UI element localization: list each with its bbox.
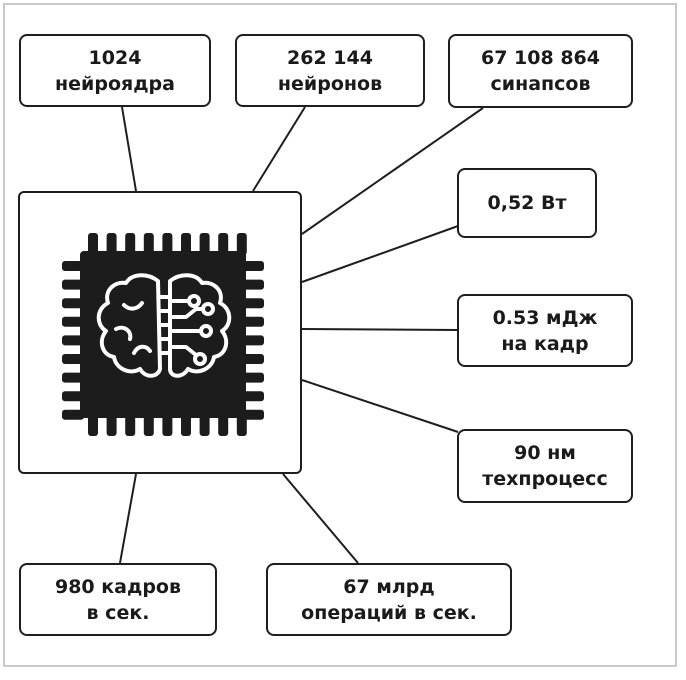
chip-pin: [242, 391, 264, 402]
connector-synapses: [301, 107, 484, 235]
chip-pin: [143, 233, 154, 255]
chip-pin: [62, 354, 84, 364]
stat-process-label: техпроцесс: [482, 468, 608, 490]
stat-ops: 67 млрд операций в сек.: [266, 563, 512, 636]
chip-pin: [242, 261, 264, 271]
chip-pin: [125, 414, 136, 436]
chip-pin: [218, 233, 229, 255]
stat-power: 0,52 Вт: [457, 168, 597, 238]
stat-ops-label: операций в сек.: [301, 601, 477, 624]
chip-pin: [162, 233, 173, 255]
diagram-frame: [3, 3, 677, 667]
chip-pin: [199, 233, 210, 255]
connector-fps: [119, 473, 137, 564]
stat-power-value: 0,52 Вт: [487, 192, 567, 214]
chip-pin: [242, 316, 264, 327]
connector-ops: [282, 473, 359, 564]
stat-neurons: 262 144 нейронов: [235, 34, 425, 107]
chip-pin: [62, 261, 84, 271]
connector-process: [301, 379, 459, 433]
neural-chip: [18, 191, 302, 474]
chip-pin: [242, 279, 264, 290]
chip-pin: [143, 414, 154, 436]
stat-neurons-label: нейронов: [277, 72, 383, 95]
chip-pin: [88, 414, 98, 436]
stat-neurons-value: 262 144: [287, 46, 373, 69]
chip-pin: [62, 391, 84, 402]
chip-pin: [236, 233, 247, 255]
connector-neurons: [252, 106, 306, 192]
chip-pin: [242, 409, 264, 420]
stat-energy-value: 0.53 мДж: [492, 306, 598, 329]
chip-pin: [62, 335, 84, 346]
chip-pin: [88, 233, 98, 255]
chip-pin: [242, 298, 264, 309]
chip-pin: [181, 414, 191, 436]
connector-cores: [121, 106, 137, 192]
stat-fps: 980 кадров в сек.: [19, 563, 217, 636]
stat-cores: 1024 нейроядра: [19, 34, 211, 107]
connector-energy: [301, 328, 459, 331]
stat-fps-label: в сек.: [86, 601, 150, 624]
chip-pin: [181, 233, 191, 255]
chip-pin: [106, 414, 117, 436]
chip-pin: [242, 372, 264, 383]
stat-energy-label: на кадр: [501, 332, 589, 355]
chip-pin: [242, 354, 264, 364]
stat-fps-value: 980 кадров: [54, 575, 181, 598]
chip-pin: [62, 298, 84, 309]
connector-power: [301, 225, 459, 283]
chip-pin: [62, 409, 84, 420]
chip-pin: [62, 316, 84, 327]
stat-synapses-label: синапсов: [490, 73, 591, 95]
chip-pin: [62, 372, 84, 383]
stat-ops-value: 67 млрд: [343, 575, 435, 598]
stat-energy: 0.53 мДж на кадр: [457, 294, 633, 367]
stat-process-value: 90 нм: [514, 442, 576, 464]
stat-synapses: 67 108 864 синапсов: [448, 34, 633, 108]
stat-cores-value: 1024: [88, 46, 142, 69]
stat-cores-label: нейроядра: [55, 72, 175, 95]
chip-pin: [62, 279, 84, 290]
chip-pin: [218, 414, 229, 436]
neural-chip-brain-icon: [62, 233, 264, 436]
chip-pin: [242, 335, 264, 346]
stat-synapses-value: 67 108 864: [481, 47, 600, 69]
stat-process: 90 нм техпроцесс: [457, 429, 633, 503]
chip-pin: [125, 233, 136, 255]
chip-pin: [199, 414, 210, 436]
chip-pin: [106, 233, 117, 255]
chip-pin: [162, 414, 173, 436]
